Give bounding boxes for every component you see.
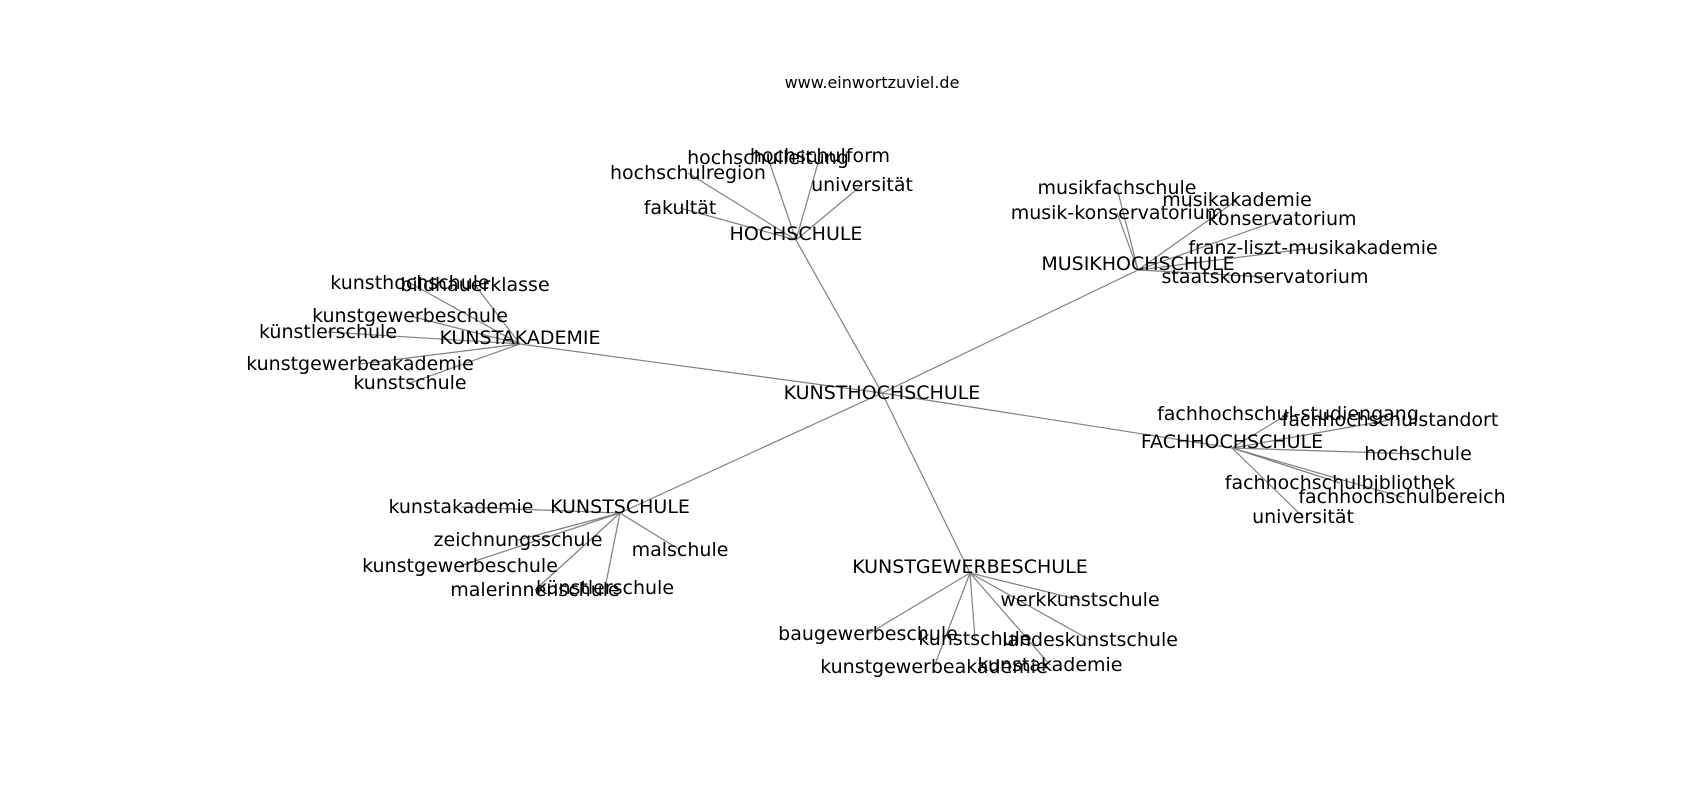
hub-node-fachhochschule: FACHHOCHSCHULE [1141, 431, 1323, 453]
leaf-node-label: hochschulform [750, 145, 890, 167]
edge-kunstschule-leaf [619, 512, 681, 551]
leaf-node-label: fachhochschul-studiengang [1157, 403, 1419, 425]
graph-edges [327, 155, 1419, 668]
leaf-node-label: hochschulleitung [687, 147, 849, 169]
edge-kunstschule-leaf [517, 512, 621, 541]
leaf-node-label: werkkunstschule [1000, 589, 1159, 611]
hub-node-kunstakademie: KUNSTAKADEMIE [439, 327, 600, 349]
leaf-node-label: kunstgewerbeakademie [246, 353, 474, 375]
edge-center-kunstschule [619, 392, 883, 514]
edge-kunstgewerbeschule-leaf [867, 572, 971, 635]
edge-fachhochschule-leaf [1231, 419, 1391, 449]
edge-kunstakademie-leaf [327, 331, 521, 345]
edge-center-hochschule [795, 239, 883, 394]
edge-musikhochschule-leaf [1116, 212, 1139, 271]
edge-kunstgewerbeschule-leaf [969, 572, 1091, 641]
leaf-node-label: malschule [632, 539, 729, 561]
leaf-node-label: künstlerschule [536, 577, 674, 599]
leaf-node-label: bildhauerklasse [400, 274, 549, 296]
edge-fachhochschule-leaf [1231, 447, 1341, 484]
leaf-node-label: musik-konservatorium [1011, 202, 1224, 224]
leaf-node-label: fachhochschulbereich [1298, 486, 1505, 508]
edge-kunstgewerbeschule-leaf [969, 572, 1081, 601]
leaf-node-label: universität [811, 174, 913, 196]
graph-labels: KUNSTHOCHSCHULE HOCHSCHULE hochschulleitun… [246, 145, 1505, 678]
leaf-node-label: fakultät [644, 197, 717, 219]
leaf-node-label: kunstschule [353, 372, 466, 394]
edge-center-kunstgewerbeschule [881, 392, 971, 574]
edge-fachhochschule-leaf [1231, 447, 1304, 518]
edge-kunstschule-leaf [460, 506, 621, 514]
leaf-node-label: malerinnenschule [450, 579, 619, 601]
leaf-node-label: universität [1252, 506, 1354, 528]
edge-kunstgewerbeschule-leaf [933, 572, 971, 668]
edge-kunstakademie-leaf [409, 343, 521, 384]
hub-node-musikhochschule: MUSIKHOCHSCHULE [1041, 253, 1234, 275]
leaf-node-label: musikakademie [1162, 189, 1312, 211]
leaf-node-label: zeichnungsschule [434, 529, 603, 551]
edge-hochschule-leaf [679, 207, 797, 241]
leaf-node-label: künstlerschule [259, 321, 397, 343]
edge-musikhochschule-leaf [1116, 187, 1139, 271]
leaf-node-label: fachhochschulbibliothek [1225, 472, 1455, 494]
hub-node-kunstschule: KUNSTSCHULE [550, 496, 690, 518]
hub-node-hochschule: HOCHSCHULE [730, 223, 863, 245]
edge-musikhochschule-leaf [1137, 199, 1238, 271]
edge-center-fachhochschule [881, 392, 1233, 449]
edge-hochschule-leaf [767, 157, 797, 241]
leaf-node-label: musikfachschule [1038, 177, 1197, 199]
leaf-node-label: staatskonservatorium [1162, 266, 1369, 288]
edge-musikhochschule-leaf [1137, 269, 1266, 278]
edge-kunstakademie-leaf [409, 315, 521, 345]
edge-kunstakademie-leaf [359, 343, 521, 365]
leaf-node-label: hochschulregion [610, 162, 766, 184]
leaf-node-label: kunstakademie [388, 496, 533, 518]
leaf-node-label: kunstgewerbeakademie [820, 656, 1048, 678]
edge-hochschule-leaf [795, 184, 863, 241]
edge-kunstschule-leaf [459, 512, 621, 567]
hub-node-kunstgewerbeschule: KUNSTGEWERBESCHULE [852, 556, 1088, 578]
center-node-label: KUNSTHOCHSCHULE [784, 382, 981, 404]
edge-kunstgewerbeschule-leaf [969, 572, 976, 640]
edge-kunstakademie-leaf [474, 284, 521, 345]
leaf-node-label: baugewerbeschule [778, 623, 958, 645]
edge-center-musikhochschule [881, 269, 1139, 394]
leaf-node-label: kunstgewerbeschule [362, 555, 558, 577]
leaf-node-label: landeskunstschule [1002, 629, 1178, 651]
edge-hochschule-leaf [687, 172, 797, 241]
edge-kunstschule-leaf [604, 512, 621, 589]
edge-kunstgewerbeschule-leaf [969, 572, 1051, 666]
edge-hochschule-leaf [795, 155, 821, 241]
leaf-node-label: kunstschule [918, 628, 1031, 650]
leaf-node-label: kunstgewerbeschule [312, 305, 508, 327]
edge-musikhochschule-leaf [1137, 247, 1314, 271]
edge-fachhochschule-leaf [1231, 413, 1289, 449]
edge-fachhochschule-leaf [1231, 447, 1403, 498]
leaf-node-label: konservatorium [1208, 208, 1357, 230]
edge-fachhochschule-leaf [1231, 447, 1419, 455]
edge-center-kunstakademie [519, 343, 883, 394]
edge-kunstakademie-leaf [409, 282, 521, 345]
leaf-node-label: franz-liszt-musikakademie [1188, 237, 1437, 259]
leaf-node-label: kunsthochschule [330, 272, 489, 294]
leaf-node-label: fachhochschulstandort [1282, 409, 1499, 431]
leaf-node-label: kunstakademie [977, 654, 1122, 676]
leaf-node-label: hochschule [1364, 443, 1472, 465]
edge-musikhochschule-leaf [1137, 218, 1283, 271]
site-title: www.einwortzuviel.de [785, 73, 960, 92]
edge-kunstschule-leaf [534, 512, 621, 591]
